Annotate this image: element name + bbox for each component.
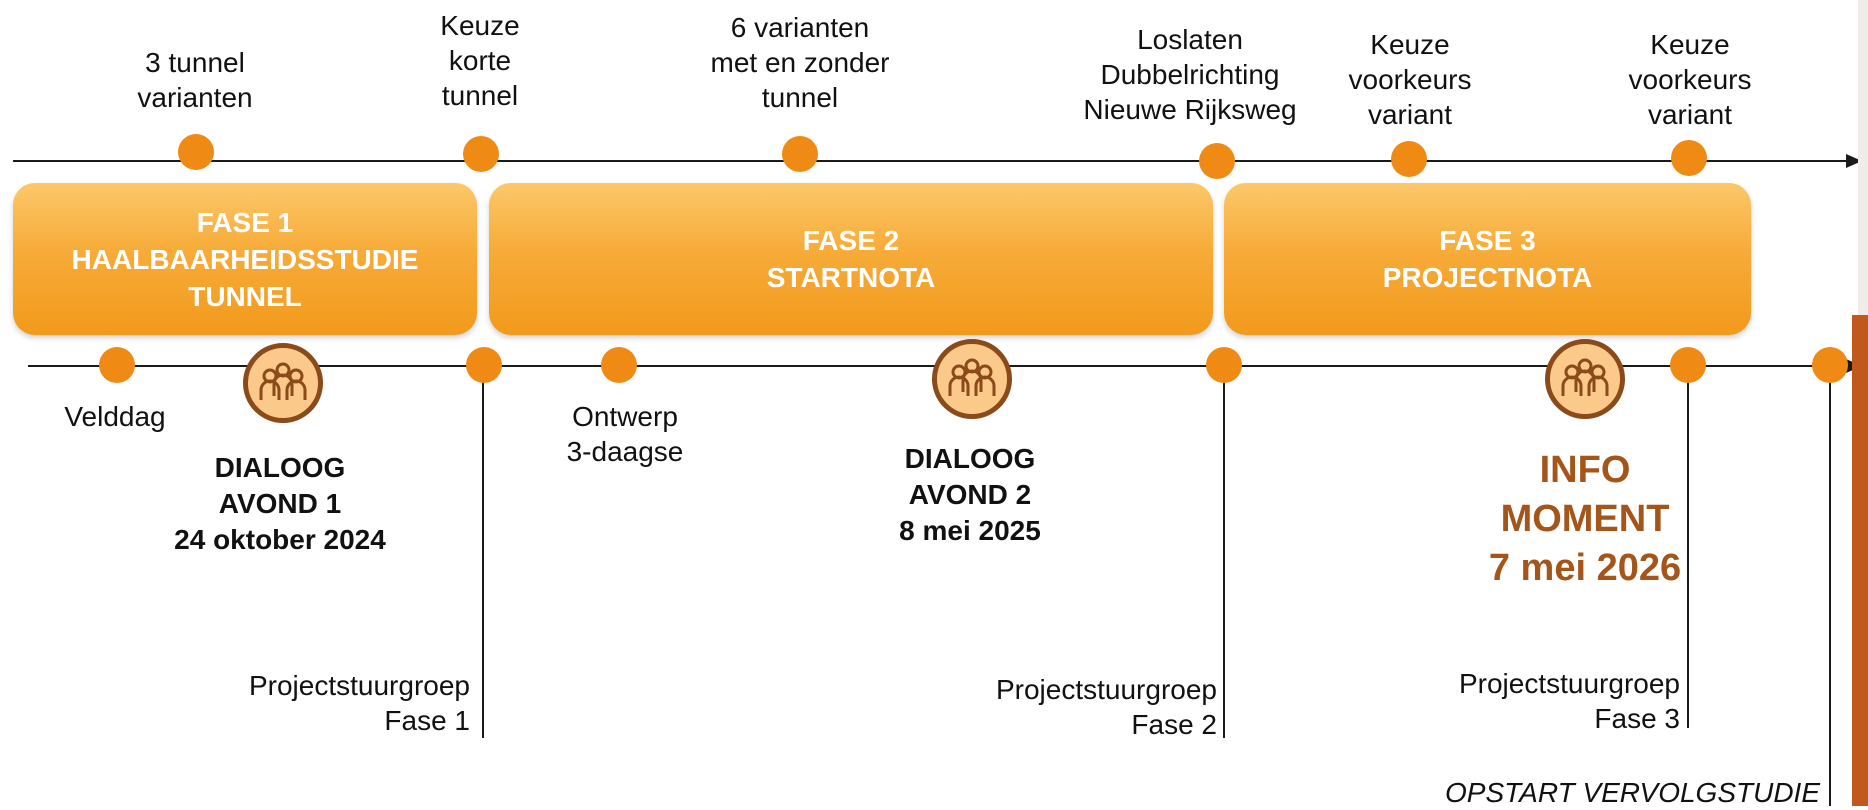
side-panel-accent	[1852, 315, 1868, 806]
follow-up-line	[1829, 364, 1831, 806]
people-group-icon	[1545, 339, 1625, 419]
milestone-dot	[1391, 141, 1427, 177]
follow-up-label: OPSTART VERVOLGSTUDIE	[1445, 777, 1820, 808]
milestone-dot	[466, 347, 502, 383]
milestone-dot	[178, 134, 214, 170]
milestone-dot	[99, 347, 135, 383]
top-timeline	[13, 160, 1853, 162]
milestone-dot	[463, 136, 499, 172]
milestone-dot	[1812, 347, 1848, 383]
velddag-label: Velddag	[64, 401, 166, 432]
milestone-dot	[1206, 347, 1242, 383]
milestone-dot	[1199, 143, 1235, 179]
people-group-icon	[932, 339, 1012, 419]
people-group-icon	[243, 343, 323, 423]
steering-line-1	[482, 364, 484, 738]
milestone-dot	[601, 347, 637, 383]
steering-line-2	[1223, 364, 1225, 738]
milestone-dot	[1671, 140, 1707, 176]
milestone-dot	[782, 136, 818, 172]
milestone-dot	[1670, 347, 1706, 383]
steering-line-3	[1687, 364, 1689, 728]
